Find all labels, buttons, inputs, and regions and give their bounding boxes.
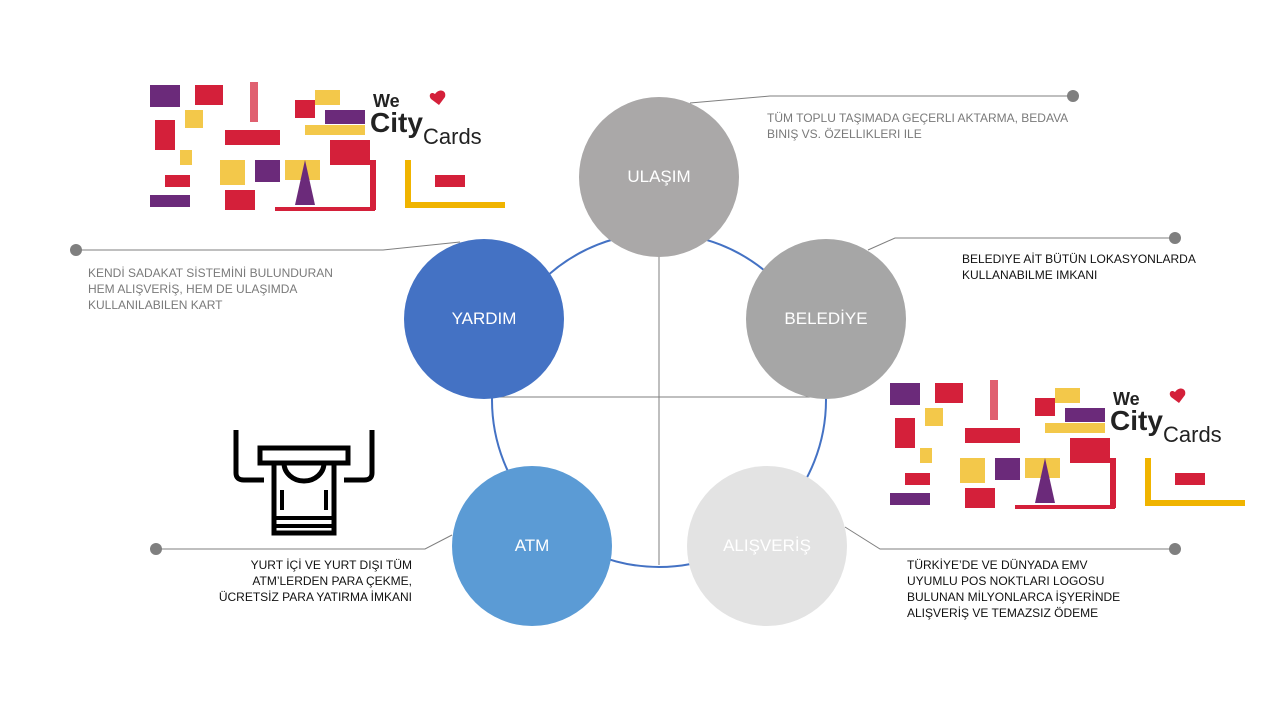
desc-line: ATM’LERDEN PARA ÇEKME, (252, 574, 412, 588)
logo-cards: Cards (1163, 422, 1222, 447)
atm-node: ATM (452, 466, 612, 626)
heart-icon (429, 90, 446, 105)
desc-line: BELEDIYE AİT BÜTÜN LOKASYONLARDA (962, 252, 1196, 266)
logo-we: We (1113, 389, 1140, 409)
logo-city: City (1110, 405, 1163, 436)
ulasim-dot (1067, 90, 1079, 102)
alisveris-node: ALIŞVERİŞ (687, 466, 847, 626)
desc-line: BULUNAN MİLYONLARCA İŞYERİNDE (907, 590, 1121, 604)
alisveris-label: ALIŞVERİŞ (723, 536, 811, 555)
belediye-label: BELEDİYE (784, 309, 868, 328)
atm-description: YURT İÇİ VE YURT DIŞI TÜM ATM’LERDEN PAR… (190, 557, 412, 605)
desc-line: UYUMLU POS NOKTLARI LOGOSU (907, 574, 1105, 588)
yardim-dot (70, 244, 82, 256)
logo-city: City (370, 107, 423, 138)
city-card-image-top: We City Cards (145, 80, 508, 212)
desc-line: ALIŞVERİŞ VE TEMAZSIZ ÖDEME (907, 606, 1099, 620)
desc-line: TÜM TOPLU TAŞIMADA GEÇERLI AKTARMA, BEDA… (767, 111, 1069, 125)
desc-line: HEM ALIŞVERİŞ, HEM DE ULAŞIMDA (88, 282, 298, 296)
desc-line: KENDİ SADAKAT SİSTEMİNİ BULUNDURAN (88, 266, 333, 280)
desc-line: KULLANILABILEN KART (88, 298, 223, 312)
ulasim-connector (689, 95, 1073, 104)
yardim-description: KENDİ SADAKAT SİSTEMİNİ BULUNDURAN HEM A… (88, 265, 333, 313)
ulasim-node: ULAŞIM (579, 97, 739, 257)
desc-line: ÜCRETSİZ PARA YATIRMA İMKANI (218, 590, 412, 604)
desc-line: KULLANABILME IMKANI (962, 268, 1098, 282)
yardim-node: YARDIM (404, 239, 564, 399)
ulasim-label: ULAŞIM (627, 167, 691, 186)
desc-line: BINIŞ VS. ÖZELLIKLERI ILE (767, 127, 922, 141)
belediye-node: BELEDİYE (746, 239, 906, 399)
logo-cards: Cards (423, 124, 482, 149)
alisveris-dot (1169, 543, 1181, 555)
ulasim-description: TÜM TOPLU TAŞIMADA GEÇERLI AKTARMA, BEDA… (767, 110, 1068, 142)
belediye-dot (1169, 232, 1181, 244)
atm-cash-withdrawal-icon (233, 430, 375, 536)
desc-line: YURT İÇİ VE YURT DIŞI TÜM (250, 558, 412, 572)
belediye-description: BELEDIYE AİT BÜTÜN LOKASYONLARDA KULLANA… (962, 251, 1196, 283)
desc-line: TÜRKİYE’DE VE DÜNYADA EMV (907, 558, 1088, 572)
alisveris-connector (844, 526, 1175, 550)
atm-connector (156, 534, 453, 550)
logo-we: We (373, 91, 400, 111)
yardim-connector (76, 241, 461, 251)
city-card-illustration: We City Cards (890, 380, 1245, 509)
atm-label: ATM (514, 536, 550, 555)
atm-dot (150, 543, 162, 555)
alisveris-description: TÜRKİYE’DE VE DÜNYADA EMV UYUMLU POS NOK… (907, 557, 1120, 621)
city-card-illustration: We City Cards (150, 82, 505, 211)
heart-icon (1169, 388, 1186, 403)
yardim-label: YARDIM (451, 309, 517, 328)
city-card-image-bottom: We City Cards (885, 378, 1248, 510)
belediye-connector (867, 237, 1175, 251)
